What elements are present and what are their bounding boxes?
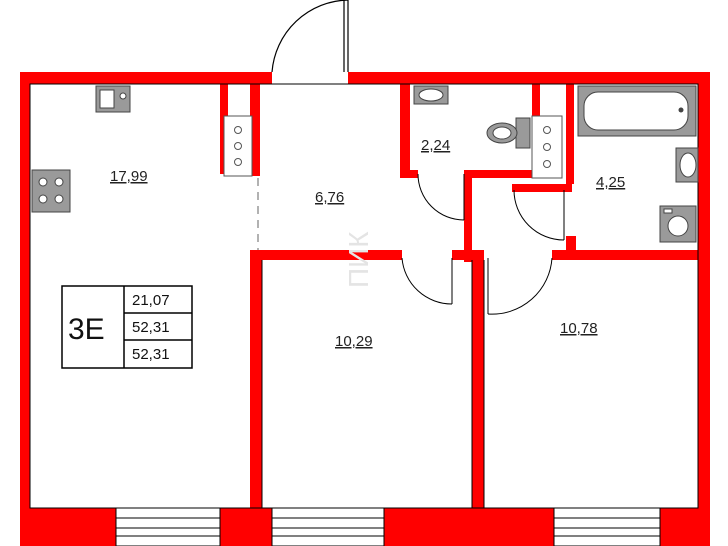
room-label-kitchen-living: 17,99 [110,168,148,185]
washbasin-bath-icon [675,147,699,183]
wall-bedroom2-top [552,250,700,260]
door-bedroom2 [487,257,553,315]
wall-top-right [348,72,710,84]
wall-top-left [20,72,272,84]
wall-kitchen-hall [250,84,260,176]
room-label-bedroom-2: 10,78 [560,320,598,337]
living-area: 21,07 [132,292,170,309]
interior-doors [401,173,565,315]
wall-hall-stub [464,170,472,262]
wall-hall-bedroom1-b [452,250,472,260]
wall-bedroom1-bedroom2 [472,250,484,510]
window-2 [271,507,385,546]
wall-kitchen-bedroom [250,250,262,510]
wall-bathroom-bottom-b [566,236,576,254]
wall-hall-bedroom1 [250,250,402,260]
window-1 [115,507,221,546]
washbasin-icon [413,85,449,105]
wall-bathroom-bottom [512,184,572,192]
wall-toilet-bottom-b [464,170,544,178]
vent-shaft-bath-icon [531,115,563,179]
watermark: ПИК [343,231,374,288]
room-label-hall: 6,76 [315,189,344,206]
vent-shaft-icon [223,115,253,177]
wall-right [698,72,710,534]
wall-left [20,72,30,534]
stove-icon [31,169,71,213]
wall-bottom-3 [384,508,554,546]
wall-toilet-left [400,84,410,176]
bathtub-icon [577,85,697,137]
wall-bathroom-left [566,84,574,184]
washing-machine-icon [659,205,697,243]
total-area-with-balcony: 52,31 [132,346,170,363]
interior-walls [220,84,700,510]
toilet-icon [486,117,531,149]
summary-box: 3E 21,07 52,31 52,31 [61,285,193,369]
inner-outlines [29,83,699,509]
wall-bottom-1 [20,508,116,546]
door-toilet [417,173,465,221]
total-area: 52,31 [132,319,170,336]
wall-bottom-4 [660,508,710,546]
room-label-bathroom: 4,25 [596,174,625,191]
door-bathroom [513,189,565,241]
outer-walls [20,72,710,546]
apartment-type: 3E [68,313,105,346]
sink-icon [95,85,131,113]
window-3 [553,507,661,546]
room-label-bedroom-1: 10,29 [335,333,373,350]
wall-bottom-2 [220,508,272,546]
door-bedroom1 [401,257,453,305]
room-label-toilet: 2,24 [421,137,450,154]
entrance-door [271,0,349,73]
wall-toilet-bottom-a [400,170,418,178]
